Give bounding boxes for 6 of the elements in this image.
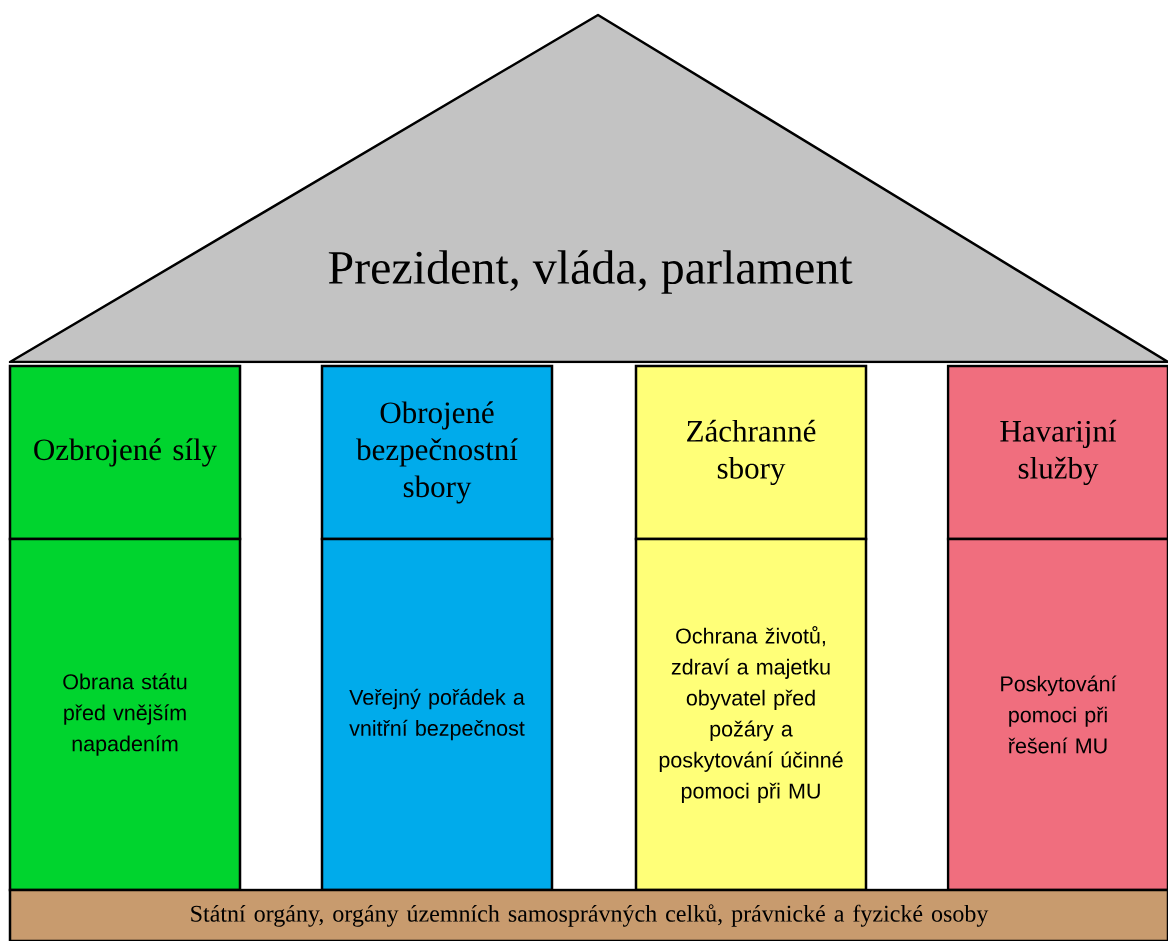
pillar-header: Obrojené bezpečnostní sbory: [320, 364, 554, 541]
pillar-header: Záchranné sbory: [634, 364, 868, 541]
pillar-header: Ozbrojené síly: [8, 364, 242, 541]
foundation-band: Státní orgány, orgány územních samosprávných celků, právnické a fyzické osoby: [8, 888, 1168, 941]
pillar-header: Havarijní služby: [946, 364, 1168, 541]
roof-triangle: Prezident, vláda, parlament: [8, 13, 1168, 364]
